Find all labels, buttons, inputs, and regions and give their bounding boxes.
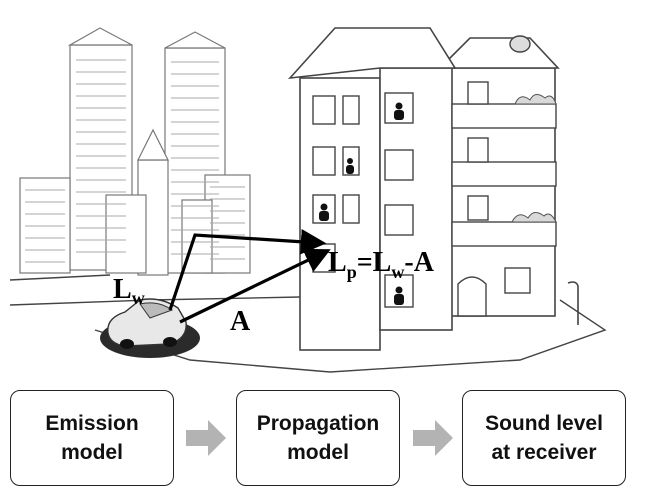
propagation-arrows <box>168 228 331 324</box>
direct-path-arrow <box>179 248 331 324</box>
propagation-model-line2: model <box>287 441 349 464</box>
urban-noise-scene: Lw A Lp=Lw-A <box>9 27 607 373</box>
skyscraper-window-lines <box>25 59 245 263</box>
emission-model-box: Emission model <box>10 390 174 486</box>
propagation-model-box: Propagation model <box>236 390 400 486</box>
car-icon <box>100 298 200 358</box>
resident-silhouettes <box>319 102 404 305</box>
flow-arrow-icon <box>186 420 226 456</box>
propagation-model-line1: Propagation <box>256 412 380 435</box>
reflected-path-arrow <box>168 228 327 311</box>
sound-level-line2: at receiver <box>491 441 597 464</box>
emission-model-line1: Emission <box>45 412 139 435</box>
sound-level-equation: Lp=Lw-A <box>328 247 435 282</box>
apartment-building <box>287 27 560 351</box>
attenuation-label: A <box>230 306 251 337</box>
sound-level-receiver-box: Sound level at receiver <box>462 390 626 486</box>
flow-arrow-icon <box>413 420 453 456</box>
emission-level-label: Lw <box>113 274 145 308</box>
street-lamp-icon <box>567 281 579 325</box>
emission-model-line2: model <box>61 441 123 464</box>
satellite-dish-icon <box>509 35 531 53</box>
balcony-plants <box>511 94 557 223</box>
sound-level-line1: Sound level <box>485 412 603 435</box>
balconies <box>451 103 557 247</box>
